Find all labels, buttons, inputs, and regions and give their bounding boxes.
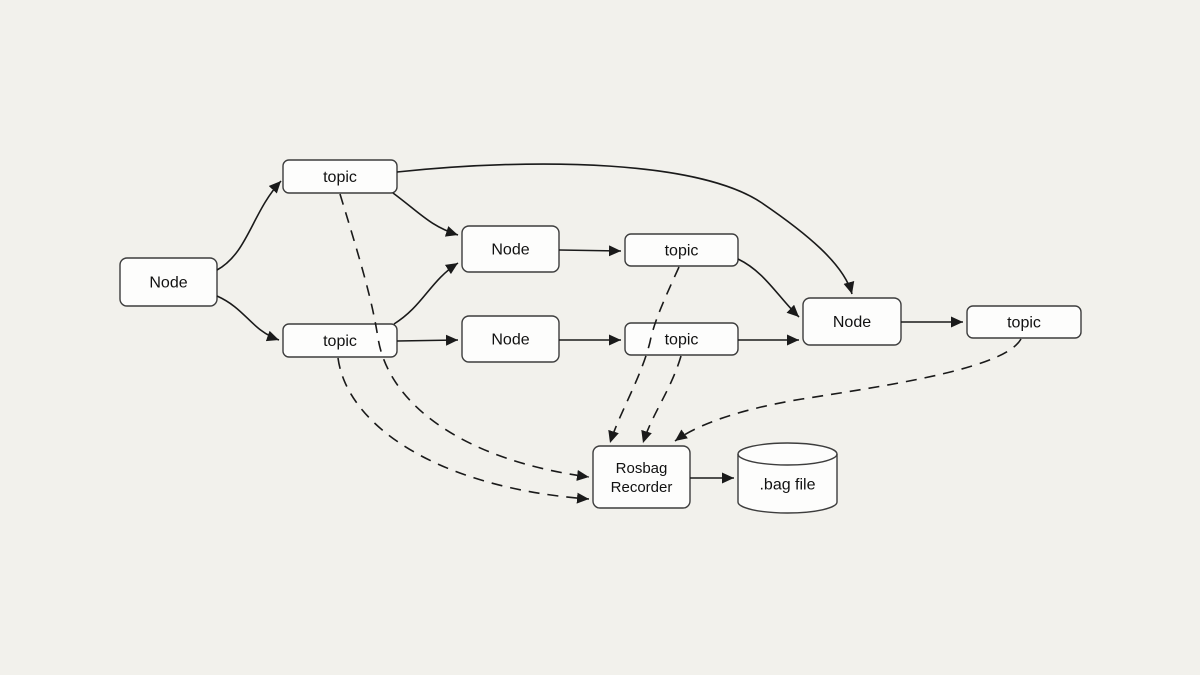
- topic-box: topic: [282, 323, 398, 358]
- node-label: Node: [491, 332, 529, 349]
- rosbag-recorder-box-shape: [592, 445, 691, 509]
- node-box-shape: [461, 315, 560, 363]
- topic-box: topic: [624, 233, 739, 267]
- cylinder-rim: [737, 453, 838, 466]
- topic-box: topic: [282, 159, 398, 194]
- arrow-t3-to-rec-dashed: [608, 266, 680, 444]
- arrow-t1-to-rec-dashed: [339, 193, 590, 481]
- topic-label: topic: [665, 332, 699, 349]
- topic-box: topic: [624, 322, 739, 356]
- bag-file-label: .bag file: [759, 477, 815, 494]
- node-label: Node: [491, 242, 529, 259]
- arrow-t2-to-rec-dashed: [337, 357, 590, 504]
- topic-label: topic: [323, 333, 357, 350]
- node-box: Node: [461, 225, 560, 273]
- topic-label: topic: [665, 243, 699, 260]
- topic-box-shape: [624, 322, 739, 356]
- topic-box: topic: [966, 305, 1082, 339]
- node-box: Node: [461, 315, 560, 363]
- node-label: Node: [833, 314, 871, 331]
- arrow-t3-to-n4: [737, 258, 800, 318]
- bag-file-datastore: .bag file: [737, 442, 838, 514]
- topic-box-shape: [624, 233, 739, 267]
- node-box: Node: [802, 297, 902, 346]
- arrow-n1-to-t2: [216, 295, 280, 342]
- arrow-t5-to-rec-dashed: [674, 338, 1022, 442]
- arrow-n1-to-t1: [216, 180, 282, 271]
- arrow-n2-to-t3: [558, 245, 622, 257]
- arrow-t4-to-rec-dashed: [641, 355, 682, 444]
- topic-label: topic: [323, 169, 357, 186]
- topic-box-shape: [966, 305, 1082, 339]
- node-label: Node: [149, 275, 187, 292]
- arrow-t2-to-n3: [396, 334, 459, 346]
- arrow-t2-to-n2: [393, 262, 459, 325]
- topic-label: topic: [1007, 315, 1041, 332]
- arrow-t1-to-n4: [396, 163, 855, 295]
- topic-box-shape: [282, 159, 398, 194]
- node-box: Node: [119, 257, 218, 307]
- node-box-shape: [461, 225, 560, 273]
- edges-layer: [216, 163, 1022, 504]
- cylinder-shape: [737, 442, 838, 514]
- arrow-t1-to-n2: [392, 192, 459, 237]
- node-box-shape: [119, 257, 218, 307]
